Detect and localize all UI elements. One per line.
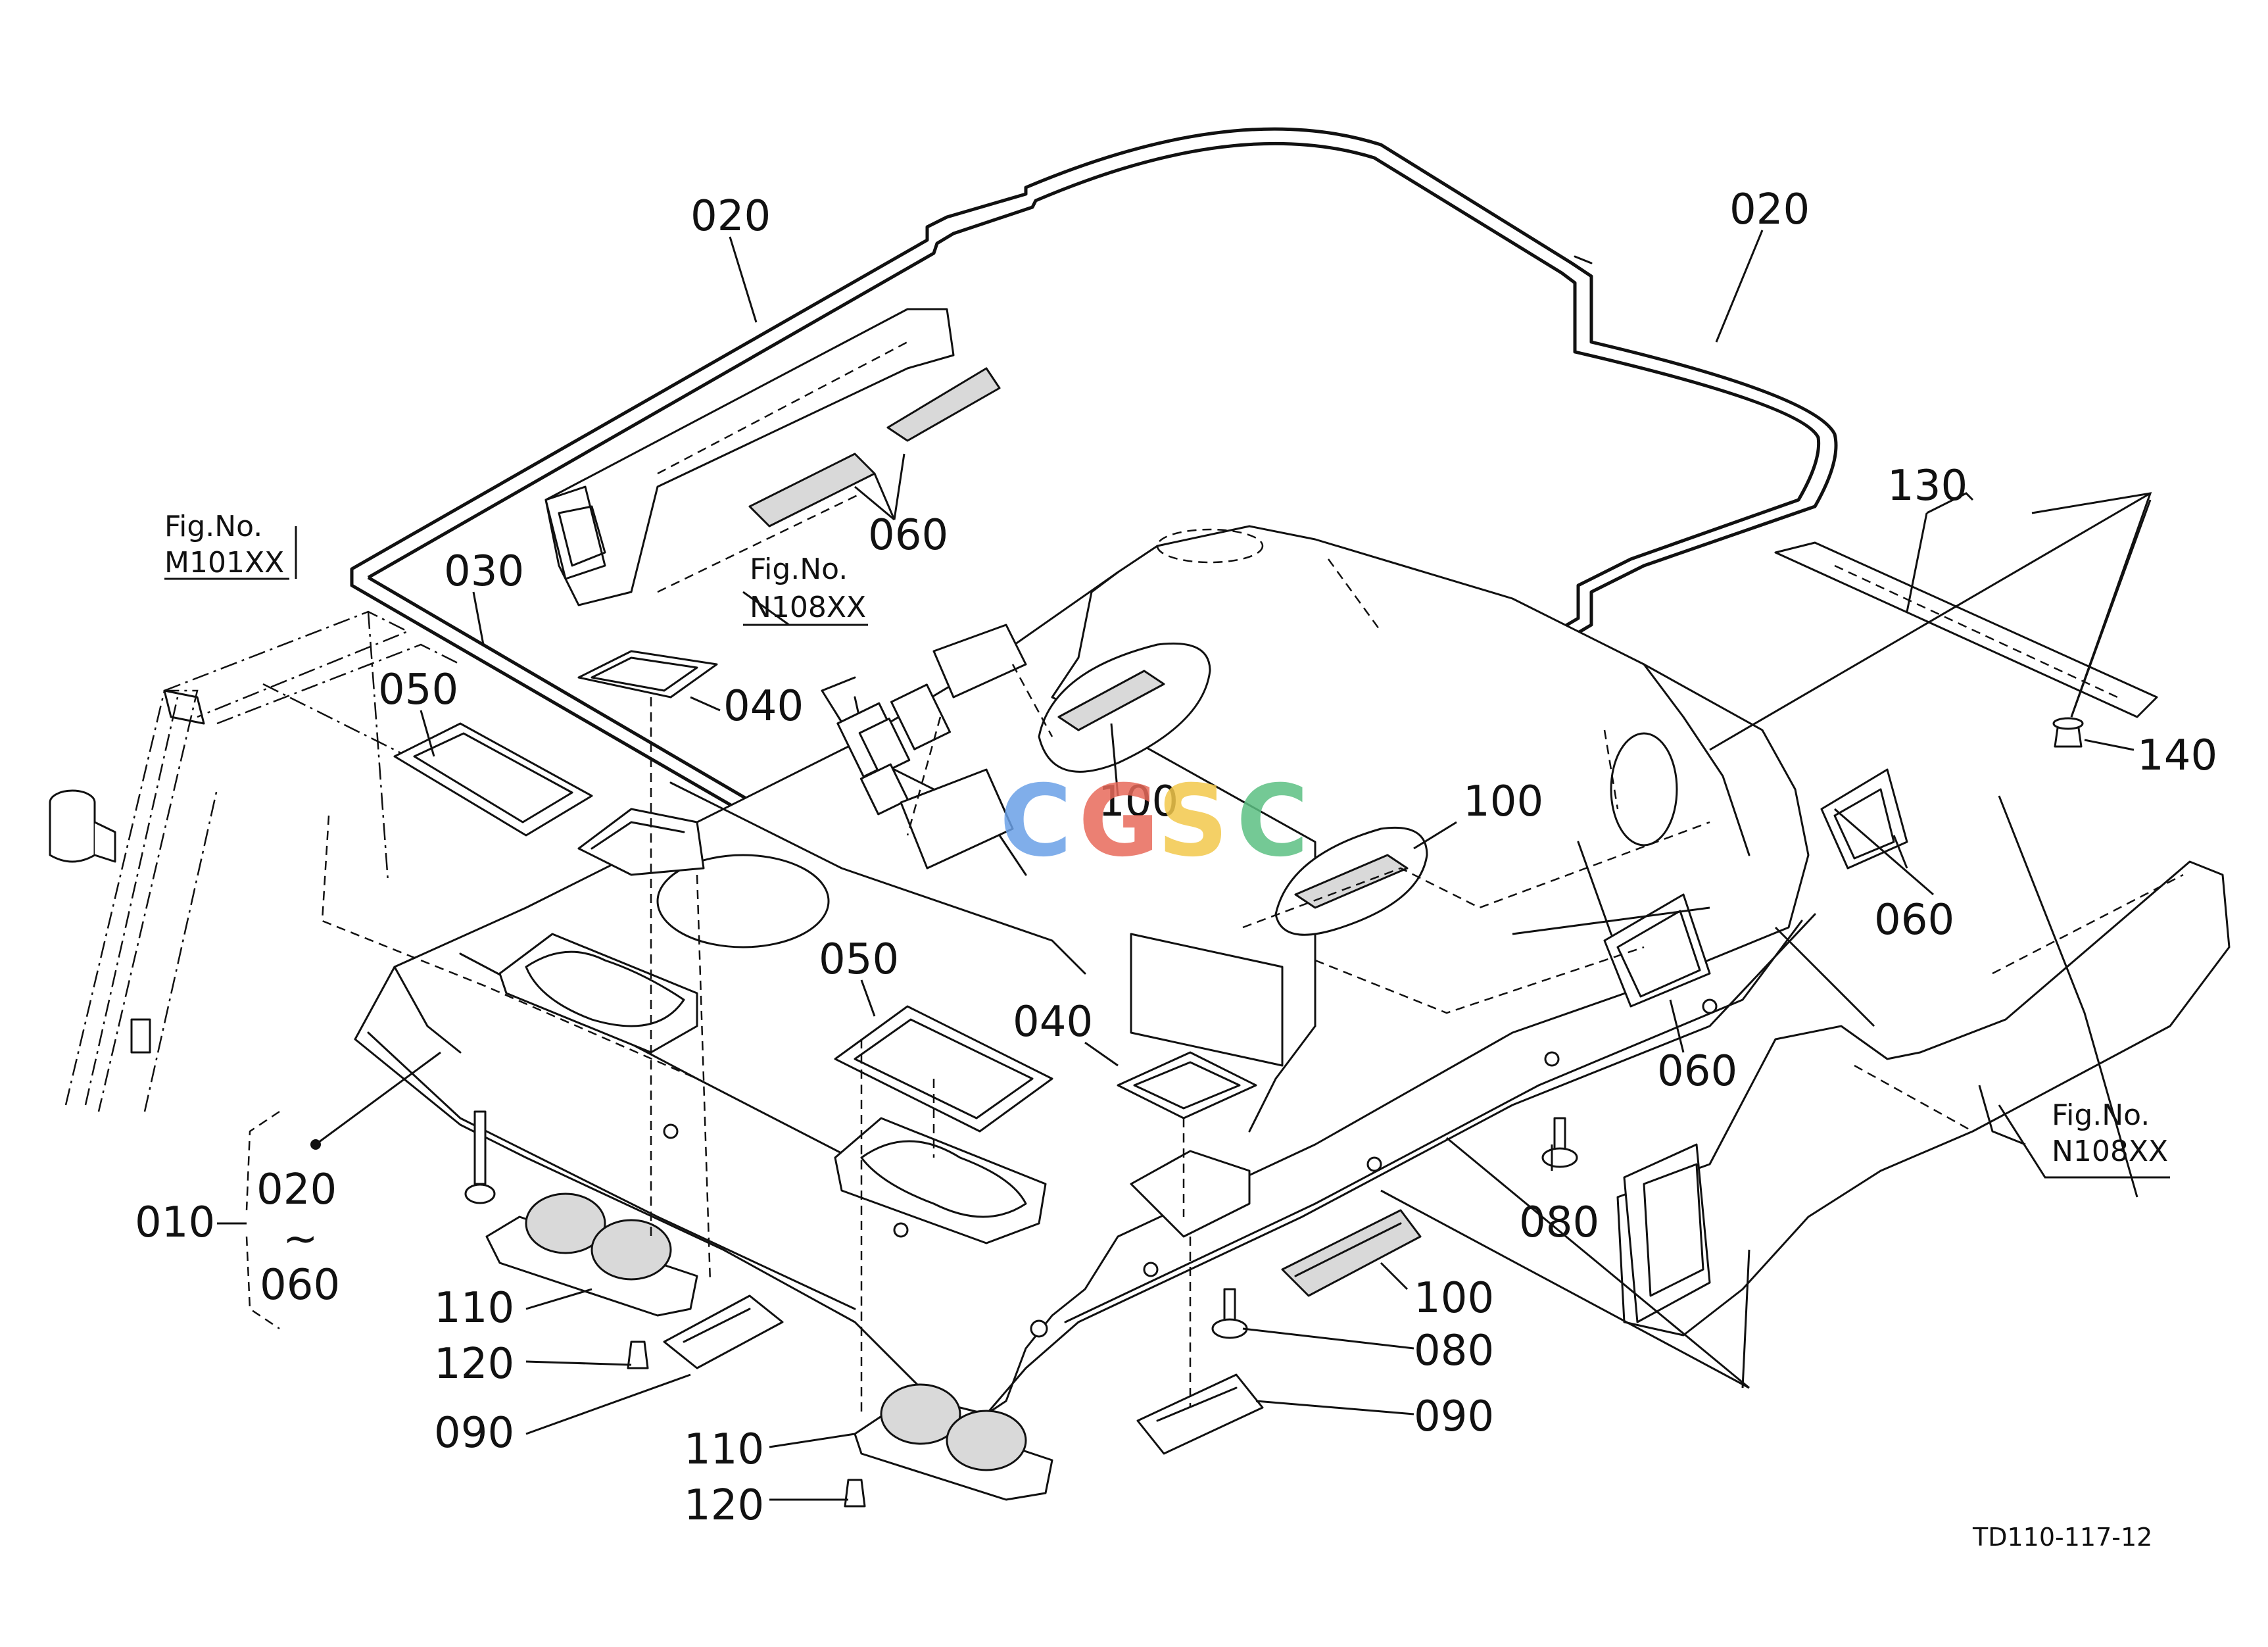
lamp-recess-center: [834, 1117, 1047, 1244]
leader-lines: [164, 230, 2170, 1501]
label-050-center: 050: [819, 935, 899, 984]
vent-100-bottom: [1281, 1209, 1422, 1297]
label-010: 010: [135, 1198, 215, 1247]
roof-liner: [354, 525, 1816, 1415]
lamp-recess-left: [498, 933, 698, 1054]
dome-lamp-110-right: [854, 1383, 1053, 1501]
watermark-letter: C: [1236, 764, 1309, 879]
drawing-code: TD110-117-12: [1972, 1523, 2152, 1552]
fig-ref-m101: M101XX: [164, 546, 284, 579]
fig-ref-prefix-n108-top: Fig.No.: [750, 553, 848, 586]
label-060-right: 060: [1874, 896, 1954, 945]
duct-outlet-left: [577, 808, 705, 876]
label-090-left: 090: [434, 1409, 514, 1458]
vent-frame-060-mid: [1603, 893, 1711, 1008]
vent-100-mid: [1274, 826, 1428, 936]
seal-050-center: [834, 1005, 1053, 1133]
label-120-left: 120: [434, 1340, 514, 1389]
label-020-left: 020: [690, 192, 771, 241]
label-030: 030: [444, 547, 524, 596]
label-060-mid: 060: [1657, 1047, 1737, 1096]
filter-130: [1774, 541, 2158, 718]
roof-seal: [350, 127, 1838, 969]
vent-100-top: [1038, 642, 1211, 773]
label-range-tilde: ~: [283, 1215, 318, 1264]
label-140: 140: [2137, 731, 2217, 780]
pipe-bracket: [49, 789, 116, 863]
fig-ref-n108-right: N108XX: [2052, 1135, 2168, 1168]
label-060-top: 060: [868, 511, 948, 560]
watermark-letter: S: [1157, 764, 1228, 879]
label-130: 130: [1887, 462, 1967, 510]
label-080-right: 080: [1519, 1198, 1599, 1247]
label-050-left: 050: [378, 666, 458, 714]
fig-ref-prefix-m101: Fig.No.: [164, 510, 262, 543]
label-110-right: 110: [684, 1425, 764, 1474]
duct-outlet-center: [1130, 1150, 1251, 1238]
vent-frame-060-right: [1820, 768, 1908, 870]
upper-duct: [544, 308, 955, 606]
switch-090-left: [663, 1294, 784, 1369]
label-040-center: 040: [1013, 998, 1093, 1046]
bolts: [464, 1110, 1578, 1508]
label-100-top: 100: [1098, 777, 1178, 826]
seal-040-left: [577, 650, 718, 699]
seal-050-left: [393, 722, 593, 837]
label-020-range: 020: [256, 1166, 337, 1214]
figure-references: Fig.No. M101XX Fig.No. N108XX Fig.No. N1…: [164, 510, 2168, 1168]
screw-140: [2052, 717, 2084, 748]
label-060-range: 060: [260, 1261, 340, 1310]
label-110-left: 110: [434, 1284, 514, 1333]
switch-090-right: [1136, 1373, 1264, 1455]
part-labels: 020 020 030 060 040 050 100 100 130 140 …: [135, 185, 2217, 1530]
label-040-left: 040: [723, 682, 804, 731]
label-080-center: 080: [1414, 1327, 1494, 1375]
bracket-010-marker: [217, 1110, 280, 1330]
fig-ref-prefix-n108-right: Fig.No.: [2052, 1098, 2150, 1132]
label-090-right: 090: [1414, 1392, 1494, 1441]
watermark-letter: C: [1000, 764, 1072, 879]
seal-040-center: [1117, 1051, 1257, 1119]
right-duct: [1616, 860, 2231, 1337]
label-100-mid: 100: [1463, 777, 1543, 826]
vent-frame-060-top: [748, 367, 1001, 528]
label-120-right: 120: [684, 1481, 764, 1530]
label-020-right: 020: [1729, 185, 1810, 234]
fig-ref-n108-top: N108XX: [750, 591, 866, 624]
label-100-bottom: 100: [1414, 1274, 1494, 1323]
watermark-letter: G: [1078, 764, 1159, 879]
